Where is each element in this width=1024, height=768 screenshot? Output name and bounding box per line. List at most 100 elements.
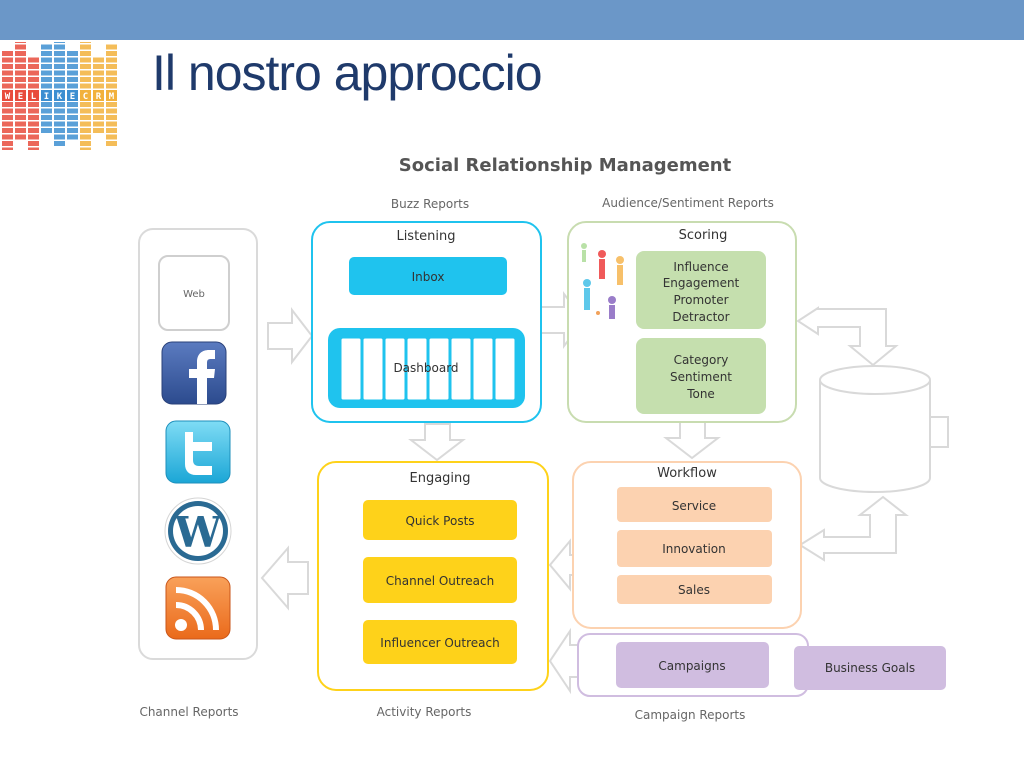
logo-bar-cell <box>15 128 26 133</box>
logo-bar-cell <box>80 64 91 69</box>
logo-bar-cell <box>67 77 78 82</box>
logo-bar-cell <box>80 51 91 56</box>
audience-reports-label: Audience/Sentiment Reports <box>602 196 774 210</box>
influence-metrics-box[interactable] <box>636 251 766 329</box>
logo-letter: E <box>18 92 23 102</box>
wordpress-icon[interactable]: W <box>164 497 232 565</box>
logo-bar-cell <box>67 115 78 120</box>
dashboard-box[interactable] <box>328 328 525 408</box>
workflow-title: Workflow <box>657 466 717 481</box>
logo-bar-cell <box>28 108 39 114</box>
innovation-box[interactable] <box>617 530 772 567</box>
logo-bar-cell <box>93 70 104 76</box>
logo-bar-cell <box>67 134 78 140</box>
logo-bar-cell <box>54 115 65 120</box>
logo-bar-cell <box>28 70 39 76</box>
logo-bar-cell <box>93 77 104 82</box>
logo-bar-cell <box>106 121 117 127</box>
logo-letter: M <box>109 92 115 102</box>
business-goals-box[interactable] <box>794 646 946 690</box>
sales-box[interactable] <box>617 575 772 604</box>
metric-detractor: Detractor <box>672 310 729 324</box>
logo-bar-cell <box>2 134 13 140</box>
logo-bar-cell <box>106 57 117 63</box>
logo-bar-cell <box>67 64 78 69</box>
logo-bar-cell <box>2 108 13 114</box>
database-cylinder <box>819 365 931 493</box>
facebook-icon[interactable] <box>161 341 227 405</box>
logo-letter-box <box>93 90 104 101</box>
logo-bar-cell <box>80 102 91 107</box>
listening-title: Listening <box>396 229 455 244</box>
arrow-scoring-to-workflow <box>663 421 721 460</box>
rss-icon[interactable] <box>165 576 231 640</box>
channel-outreach-box[interactable] <box>363 557 517 603</box>
logo-bar-cell <box>80 108 91 114</box>
inbox-box[interactable] <box>349 257 507 295</box>
logo-bar-cell <box>28 128 39 133</box>
campaigns-box[interactable] <box>616 642 769 688</box>
dashboard-label: Dashboard <box>393 361 458 375</box>
logo-bar-cell <box>41 128 52 133</box>
svg-text:W: W <box>173 508 222 557</box>
logo-letter: R <box>96 92 102 102</box>
arrow-listening-to-engaging <box>408 423 466 462</box>
logo-bar-cell <box>15 44 26 50</box>
arrow-engaging-to-channels <box>260 545 309 611</box>
logo-bar-cell <box>93 108 104 114</box>
logo-bar-cell <box>54 108 65 114</box>
business-goals-label: Business Goals <box>825 661 915 675</box>
logo-bar-cell <box>54 141 65 146</box>
logo-bar-cell <box>80 121 91 127</box>
logo-bar-cell <box>106 64 117 69</box>
web-icon[interactable] <box>158 255 230 331</box>
tone-label: Tone <box>686 387 715 401</box>
activity-reports-label: Activity Reports <box>377 705 472 719</box>
category-box[interactable] <box>636 338 766 414</box>
logo-bar-cell <box>106 128 117 133</box>
twitter-icon[interactable] <box>165 420 231 484</box>
logo-bar-cell <box>2 64 13 69</box>
logo-bar-cell <box>67 102 78 107</box>
logo-bar-cell <box>15 83 26 89</box>
quick-posts-box[interactable] <box>363 500 517 540</box>
logo-bar-cell <box>2 70 13 76</box>
logo-bar-cell <box>106 134 117 140</box>
logo-bar-cell <box>54 83 65 89</box>
logo-letter: L <box>31 92 37 102</box>
logo-bar-cell <box>54 44 65 50</box>
logo-bar-cell <box>28 141 39 146</box>
logo-bar-cell <box>2 115 13 120</box>
metric-engagement: Engagement <box>663 276 740 290</box>
influencer-outreach-box[interactable] <box>363 620 517 664</box>
logo-bar-cell <box>2 102 13 107</box>
logo-letter: C <box>83 92 88 102</box>
logo-bar-cell <box>15 64 26 69</box>
metric-promoter: Promoter <box>673 293 728 307</box>
logo-bar-cell <box>54 51 65 56</box>
logo-bar-cell <box>2 128 13 133</box>
logo-bar-cell <box>2 77 13 82</box>
logo-bar-cell <box>54 134 65 140</box>
logo-bar-cell <box>28 83 39 89</box>
logo-bar-cell <box>41 102 52 107</box>
service-box[interactable] <box>617 487 772 522</box>
logo-bar-cell <box>15 134 26 140</box>
logo-bar-cell <box>67 121 78 127</box>
logo-bar-cell <box>41 57 52 63</box>
scoring-title: Scoring <box>679 228 728 243</box>
logo-letter-box <box>80 90 91 101</box>
logo-bar-cell <box>2 121 13 127</box>
logo-bar-cell <box>67 128 78 133</box>
logo-bar-cell <box>41 64 52 69</box>
logo-bar-cell <box>93 128 104 133</box>
logo-bar-cell <box>93 115 104 120</box>
logo-bar-cell <box>41 121 52 127</box>
campaigns-label: Campaigns <box>658 659 725 673</box>
logo-bar-cell <box>80 57 91 63</box>
category-label: Category <box>674 353 729 367</box>
web-label: Web <box>183 289 205 300</box>
logo-bar-cell <box>54 102 65 107</box>
logo-bar-cell <box>28 77 39 82</box>
logo-bar-cell <box>67 83 78 89</box>
